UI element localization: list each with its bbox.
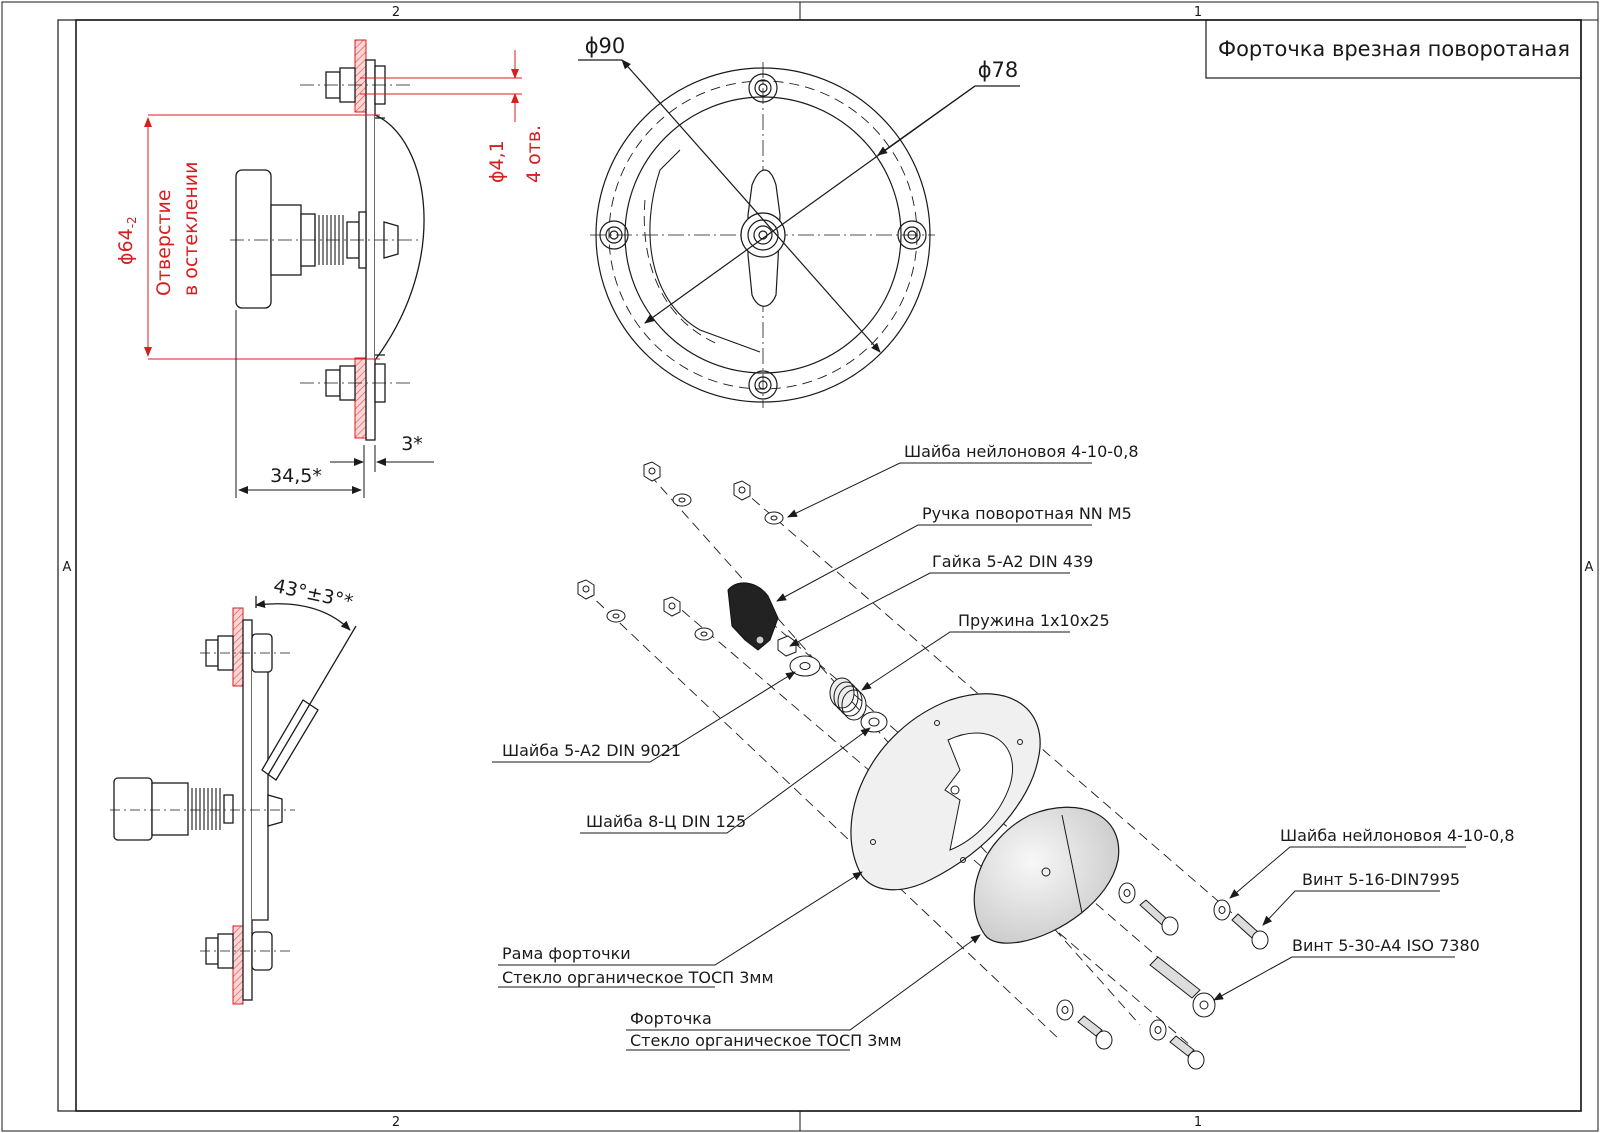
outer-diameter-label: ϕ90 bbox=[585, 34, 626, 58]
hole-note-line2: в остеклении bbox=[180, 162, 202, 297]
nylon-washer-bottom-2 bbox=[1056, 999, 1074, 1021]
depth-label: 34,5* bbox=[270, 465, 322, 487]
callout-frame-material: Стекло органическое ТОСП 3мм bbox=[502, 968, 774, 987]
glass-section-open-bottom bbox=[232, 925, 244, 1005]
hex-nut-439 bbox=[777, 635, 797, 657]
zone-bottom-right: 1 bbox=[1194, 1115, 1202, 1130]
zone-right: A bbox=[1585, 560, 1594, 575]
washer-9021 bbox=[789, 655, 821, 677]
inner-diameter-label: ϕ78 bbox=[978, 58, 1019, 82]
zone-top-left: 2 bbox=[392, 5, 400, 20]
callout-frame: Рама форточки bbox=[502, 944, 631, 963]
callout-nylon-washer-bottom: Шайба нейлоновоя 4-10-0,8 bbox=[1280, 826, 1515, 845]
callout-screw-din7995: Винт 5-16-DIN7995 bbox=[1302, 870, 1460, 889]
washer-2 bbox=[764, 511, 784, 525]
callout-sash-material: Стекло органическое ТОСП 3мм bbox=[630, 1031, 902, 1050]
nylon-washer-bottom-1 bbox=[1118, 882, 1136, 904]
callout-nut-din439: Гайка 5-A2 DIN 439 bbox=[932, 552, 1093, 571]
knob-side bbox=[235, 169, 272, 309]
glass-section-top bbox=[354, 39, 367, 113]
nylon-washer-right bbox=[1213, 899, 1231, 921]
title-block-title: Форточка врезная поворотаная bbox=[1218, 37, 1570, 61]
callout-washer-din9021: Шайба 5-A2 DIN 9021 bbox=[502, 741, 681, 760]
callout-spring: Пружина 1x10x25 bbox=[958, 611, 1110, 630]
nut-2 bbox=[733, 480, 751, 501]
screw-bottom-1 bbox=[1139, 899, 1179, 936]
nut-4 bbox=[663, 596, 681, 617]
open-angle-label: 43°±3°* bbox=[271, 575, 354, 613]
screw-bottom-3 bbox=[1169, 1035, 1205, 1070]
washer-4 bbox=[694, 627, 714, 641]
screw-bottom-2 bbox=[1077, 1015, 1113, 1050]
hole-diameter-label: ϕ64-2 bbox=[115, 216, 139, 265]
hole-note-line1: Отверстие bbox=[153, 189, 175, 296]
spring bbox=[829, 677, 867, 721]
open-view bbox=[110, 596, 357, 1005]
side-view-dimensions-red bbox=[144, 50, 522, 360]
zone-markers: 2 1 2 1 A A bbox=[63, 5, 1594, 1130]
bolt-hole-label: ϕ4,1 bbox=[486, 140, 508, 183]
front-bolt-right bbox=[897, 220, 927, 250]
nylon-washer-bottom-3 bbox=[1149, 1019, 1167, 1041]
zone-left: A bbox=[63, 560, 72, 575]
callout-labels: Шайба нейлоновоя 4-10-0,8 Ручка поворотн… bbox=[502, 442, 1515, 1050]
glass-section-open-top bbox=[232, 607, 244, 687]
side-view bbox=[230, 39, 425, 441]
washer-3 bbox=[606, 609, 626, 623]
glass-section-bottom bbox=[354, 357, 367, 439]
nut-3 bbox=[577, 579, 595, 600]
callout-leaders bbox=[492, 462, 1466, 1051]
callout-nylon-washer-top: Шайба нейлоновоя 4-10-0,8 bbox=[904, 442, 1139, 461]
window-frame bbox=[850, 693, 1041, 891]
front-view bbox=[578, 59, 1020, 408]
washer-din125 bbox=[860, 711, 888, 733]
callout-washer-din125: Шайба 8-Ц DIN 125 bbox=[586, 812, 746, 831]
side-view-dimensions bbox=[235, 310, 434, 498]
rotary-handle bbox=[727, 582, 779, 651]
nut-1 bbox=[643, 461, 661, 482]
exploded-view bbox=[577, 461, 1269, 1070]
knob-open bbox=[113, 777, 153, 841]
front-bolt-bottom bbox=[748, 370, 778, 400]
callout-rotary-handle: Ручка поворотная NN M5 bbox=[922, 504, 1132, 523]
side-view-dim-text: ϕ64-2 Отверстие в остеклении ϕ4,1 4 отв. bbox=[115, 125, 545, 296]
window-sash bbox=[973, 806, 1120, 944]
bolt-hole-count: 4 отв. bbox=[523, 125, 545, 183]
screw-iso7380 bbox=[1149, 956, 1216, 1018]
washer-1 bbox=[672, 493, 692, 507]
screw-din7995 bbox=[1231, 913, 1269, 950]
callout-sash: Форточка bbox=[630, 1009, 712, 1028]
zone-bottom-left: 2 bbox=[392, 1115, 400, 1130]
thickness-label: 3* bbox=[401, 433, 423, 455]
zone-top-right: 1 bbox=[1194, 5, 1202, 20]
callout-screw-iso7380: Винт 5-30-A4 ISO 7380 bbox=[1292, 936, 1480, 955]
